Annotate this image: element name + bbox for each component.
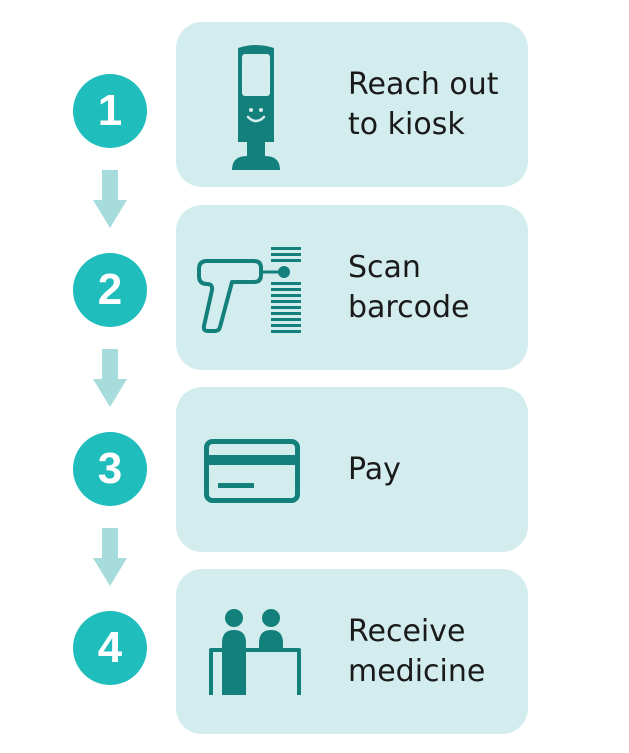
step-4-card: Receive medicine — [176, 569, 528, 734]
down-arrow-icon — [93, 528, 127, 586]
step-2-card: Scan barcode — [176, 205, 528, 370]
step-3-label: Pay — [348, 451, 401, 487]
step-1-number: 1 — [73, 74, 147, 148]
barcode-scanner-icon — [197, 247, 301, 333]
pharmacy-counter-icon — [209, 609, 301, 695]
step-2-number: 2 — [73, 253, 147, 327]
step-1-label: Reach out to kiosk — [348, 66, 499, 142]
step-4-number: 4 — [73, 611, 147, 685]
credit-card-icon — [204, 439, 300, 503]
step-2-label: Scan barcode — [348, 249, 470, 325]
step-4-label: Receive medicine — [348, 613, 486, 689]
step-1-card: Reach out to kiosk — [176, 22, 528, 187]
step-3-number: 3 — [73, 432, 147, 506]
kiosk-icon — [232, 45, 280, 170]
step-3-card: Pay — [176, 387, 528, 552]
down-arrow-icon — [93, 170, 127, 228]
down-arrow-icon — [93, 349, 127, 407]
